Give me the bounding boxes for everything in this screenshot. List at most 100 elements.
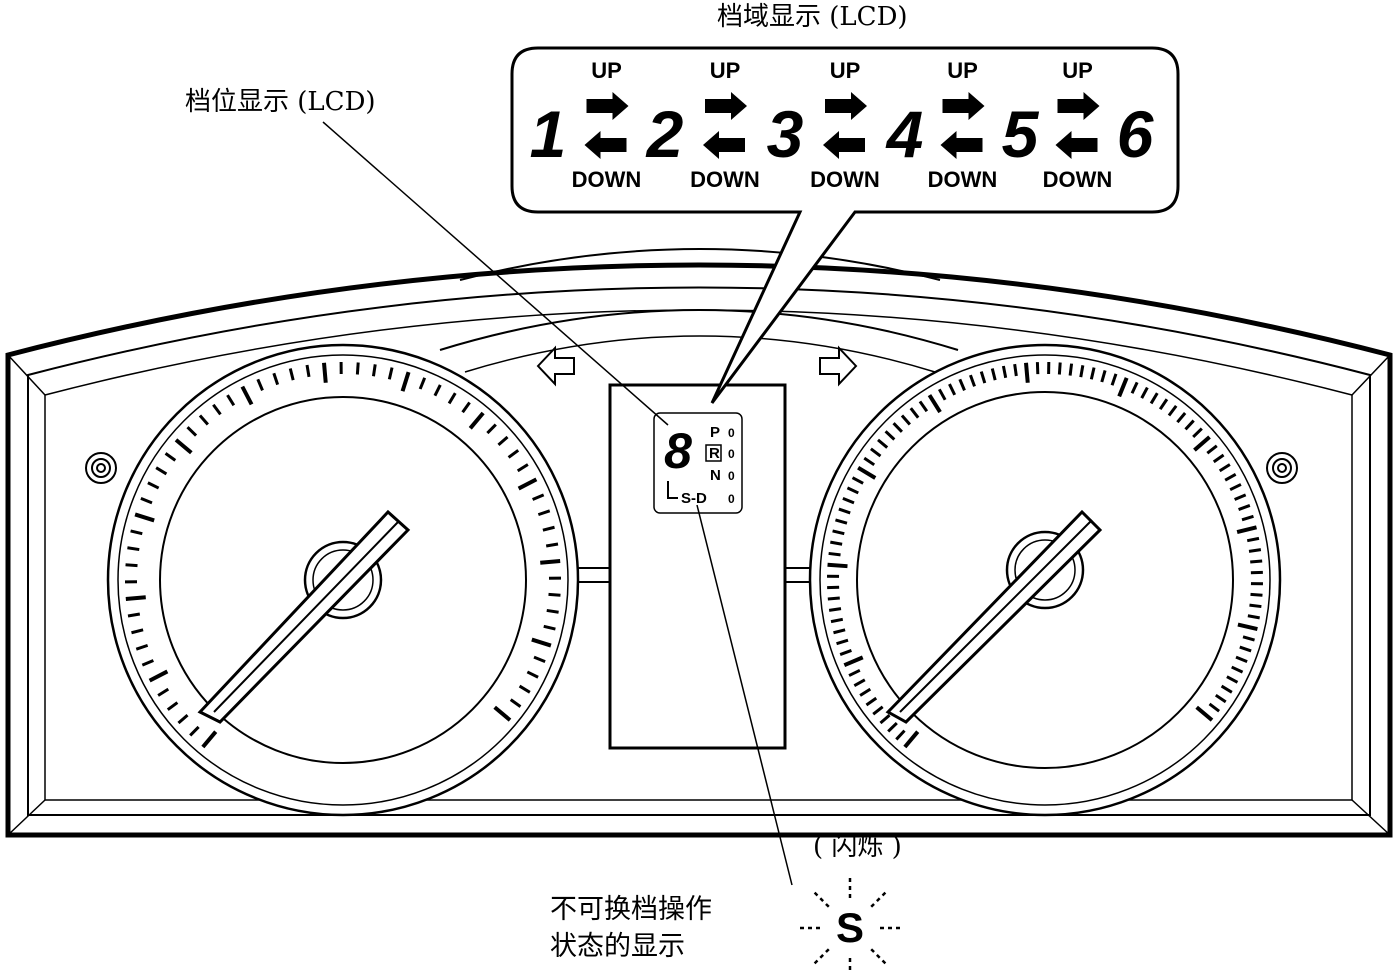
gauge-tick: [1239, 645, 1252, 653]
range-gear-5: 5: [1002, 97, 1040, 171]
gauge-tick: [461, 401, 471, 414]
blinking-s-icon: S: [800, 878, 900, 970]
gauge-tick: [174, 438, 193, 455]
gauge-tick: [863, 456, 876, 467]
gauge-tick: [846, 486, 859, 495]
gauge-tick: [433, 384, 442, 397]
gauge-tick: [927, 394, 942, 414]
gauge-tick: [958, 378, 966, 391]
gauge-tick: [937, 388, 947, 401]
gauge-tick: [1130, 381, 1139, 394]
gauge-tick: [1214, 693, 1227, 704]
blink-ray: [825, 903, 830, 908]
blink-ray: [870, 903, 875, 908]
gauge-tick: [1220, 684, 1233, 694]
sd-label: S-D: [681, 490, 707, 507]
position-n-marker: 0: [728, 469, 735, 483]
down-label: DOWN: [572, 167, 642, 192]
shift-down-arrow-icon: [584, 131, 627, 159]
gauge-tick: [859, 687, 872, 697]
gauge-tick: [1110, 373, 1118, 386]
gauge-tick: [839, 649, 852, 656]
gauge-tick: [851, 476, 864, 485]
position-r: R: [709, 445, 720, 462]
gauge-tick: [1250, 559, 1263, 564]
gauge-tick: [546, 608, 559, 614]
gauge-tick: [1206, 444, 1218, 455]
shift-up-arrow-icon: [825, 92, 867, 120]
gauge-tick: [887, 722, 898, 733]
gauge-tick: [1237, 622, 1258, 631]
up-label: UP: [710, 58, 741, 83]
gauge-tick: [833, 628, 846, 635]
gauge-tick: [918, 400, 929, 413]
blink-ray: [870, 948, 875, 953]
gauge-tick: [240, 385, 254, 406]
gauge-tick: [177, 714, 189, 725]
gauge-tick: [212, 403, 222, 416]
gauge-tick: [1089, 367, 1096, 380]
gauge-tick: [830, 540, 843, 546]
gauge-tick: [979, 371, 987, 384]
gauge-tick: [166, 701, 179, 711]
gauge-tick: [1100, 370, 1107, 383]
down-label: DOWN: [690, 167, 760, 192]
gauge-tick: [189, 725, 200, 737]
gauge-tick: [486, 423, 497, 435]
up-label: UP: [1062, 58, 1093, 83]
gauge-tick: [537, 509, 551, 517]
gauge-tick: [827, 596, 840, 601]
gauge-tick: [895, 729, 906, 741]
no-shift-label-line2: 状态的显示: [550, 931, 685, 962]
gauge-tick: [892, 422, 903, 433]
gauge-tick: [545, 542, 559, 548]
gauge-tick: [1236, 525, 1258, 535]
gauge-tick: [1242, 635, 1255, 642]
blink-ray: [819, 953, 825, 959]
position-p-marker: 0: [728, 426, 735, 440]
center-display: 8 P 0 R 0 N 0 S-D 0: [608, 383, 787, 750]
gauge-tick: [1057, 362, 1062, 375]
gauge-tick: [532, 493, 545, 501]
gauge-tick: [387, 367, 394, 380]
gauge-tick: [125, 595, 146, 601]
gear-display-label: 档位显示 (LCD): [185, 87, 376, 117]
arrow-left-outline-icon: [536, 345, 575, 387]
gauge-tick: [155, 466, 168, 476]
blink-ray: [813, 891, 819, 897]
gauge-tick: [130, 529, 143, 536]
gauge-tick: [853, 678, 866, 688]
arrow-right-outline-icon: [819, 345, 858, 387]
gauge-tick: [909, 407, 920, 419]
gauge-tick: [1212, 453, 1225, 464]
gauge-tick: [1176, 412, 1187, 424]
gauge-tick: [493, 705, 512, 722]
gauge-tick: [531, 637, 552, 648]
gauge-tick: [1158, 398, 1169, 411]
range-display-label: 档域显示 (LCD): [717, 2, 908, 32]
gauge-tick: [830, 617, 844, 624]
shift-down-arrow-icon: [940, 131, 983, 159]
shift-up-arrow-icon: [586, 92, 629, 120]
gauge-tick: [288, 368, 295, 381]
gauge-tick: [879, 714, 891, 725]
gauge-tick: [836, 638, 849, 646]
shift-down-arrow-icon: [1055, 131, 1098, 159]
gauge-tick: [548, 592, 561, 597]
gauge-tick: [305, 364, 311, 378]
gauge-tick: [497, 435, 509, 446]
gauge-tick: [542, 525, 555, 532]
gauge-tick: [1068, 363, 1074, 376]
gauge-tick: [147, 481, 160, 490]
no-shift-label-line1: 不可换档操作: [550, 894, 712, 925]
gauge-tick: [832, 529, 845, 536]
blink-ray: [881, 959, 887, 965]
gauge-tick: [371, 364, 377, 377]
gauge-tick: [828, 607, 842, 612]
gauge-tick: [948, 383, 957, 396]
gauge-tick: [848, 668, 861, 677]
gauge-tick: [838, 507, 851, 515]
gauge-tick: [1167, 404, 1178, 417]
